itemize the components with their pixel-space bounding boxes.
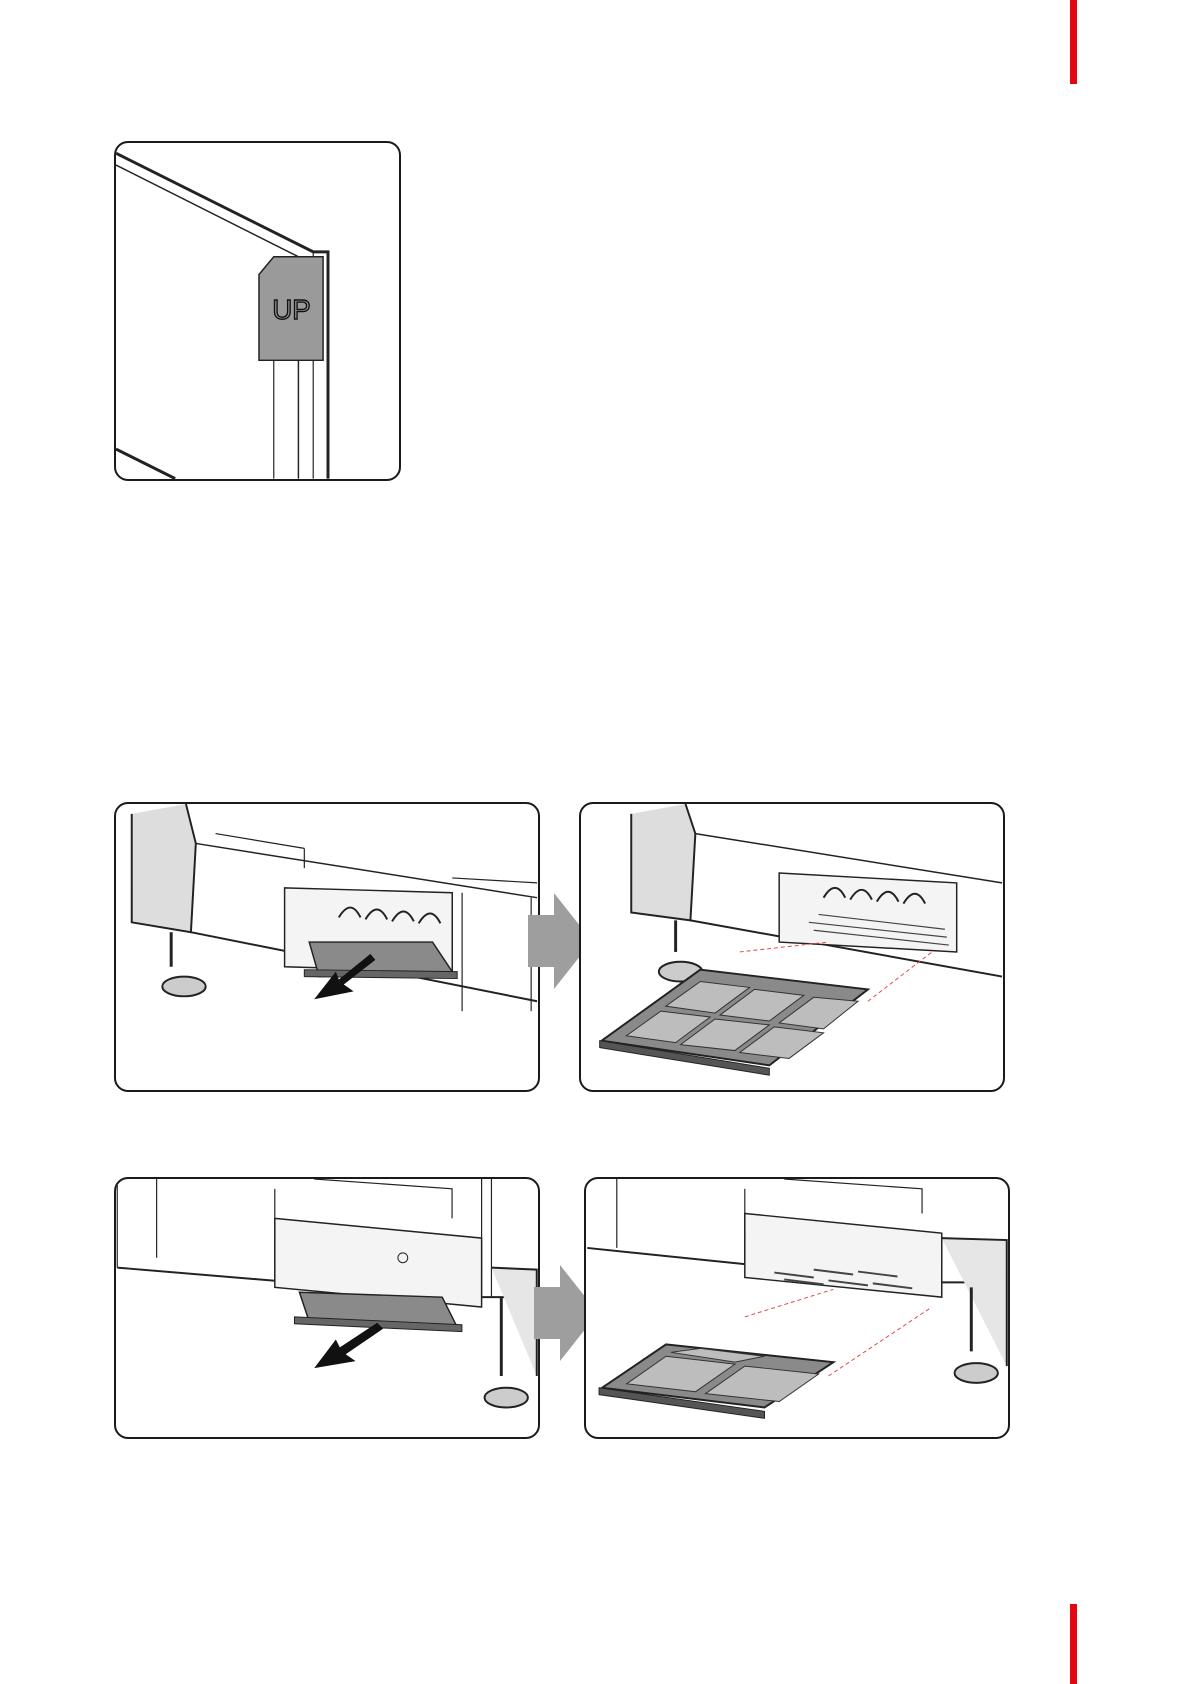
- up-label-corner-illustration: UP: [116, 143, 399, 479]
- bottom-accent-bar: [1070, 1604, 1077, 1684]
- front-filter-step2-figure: [579, 802, 1005, 1092]
- up-label: UP: [272, 294, 310, 325]
- rear-filter-step2-figure: [584, 1177, 1010, 1439]
- front-filter-step1-figure: [114, 802, 540, 1092]
- top-accent-bar: [1070, 0, 1077, 84]
- filter-pull-out-illustration: [116, 804, 538, 1090]
- filter-removed-illustration: [581, 804, 1003, 1090]
- filter-pull-out-illustration: [116, 1179, 538, 1437]
- up-marking-figure: UP: [114, 141, 401, 481]
- rear-filter-step1-figure: [114, 1177, 540, 1439]
- filter-removed-illustration: [586, 1179, 1008, 1437]
